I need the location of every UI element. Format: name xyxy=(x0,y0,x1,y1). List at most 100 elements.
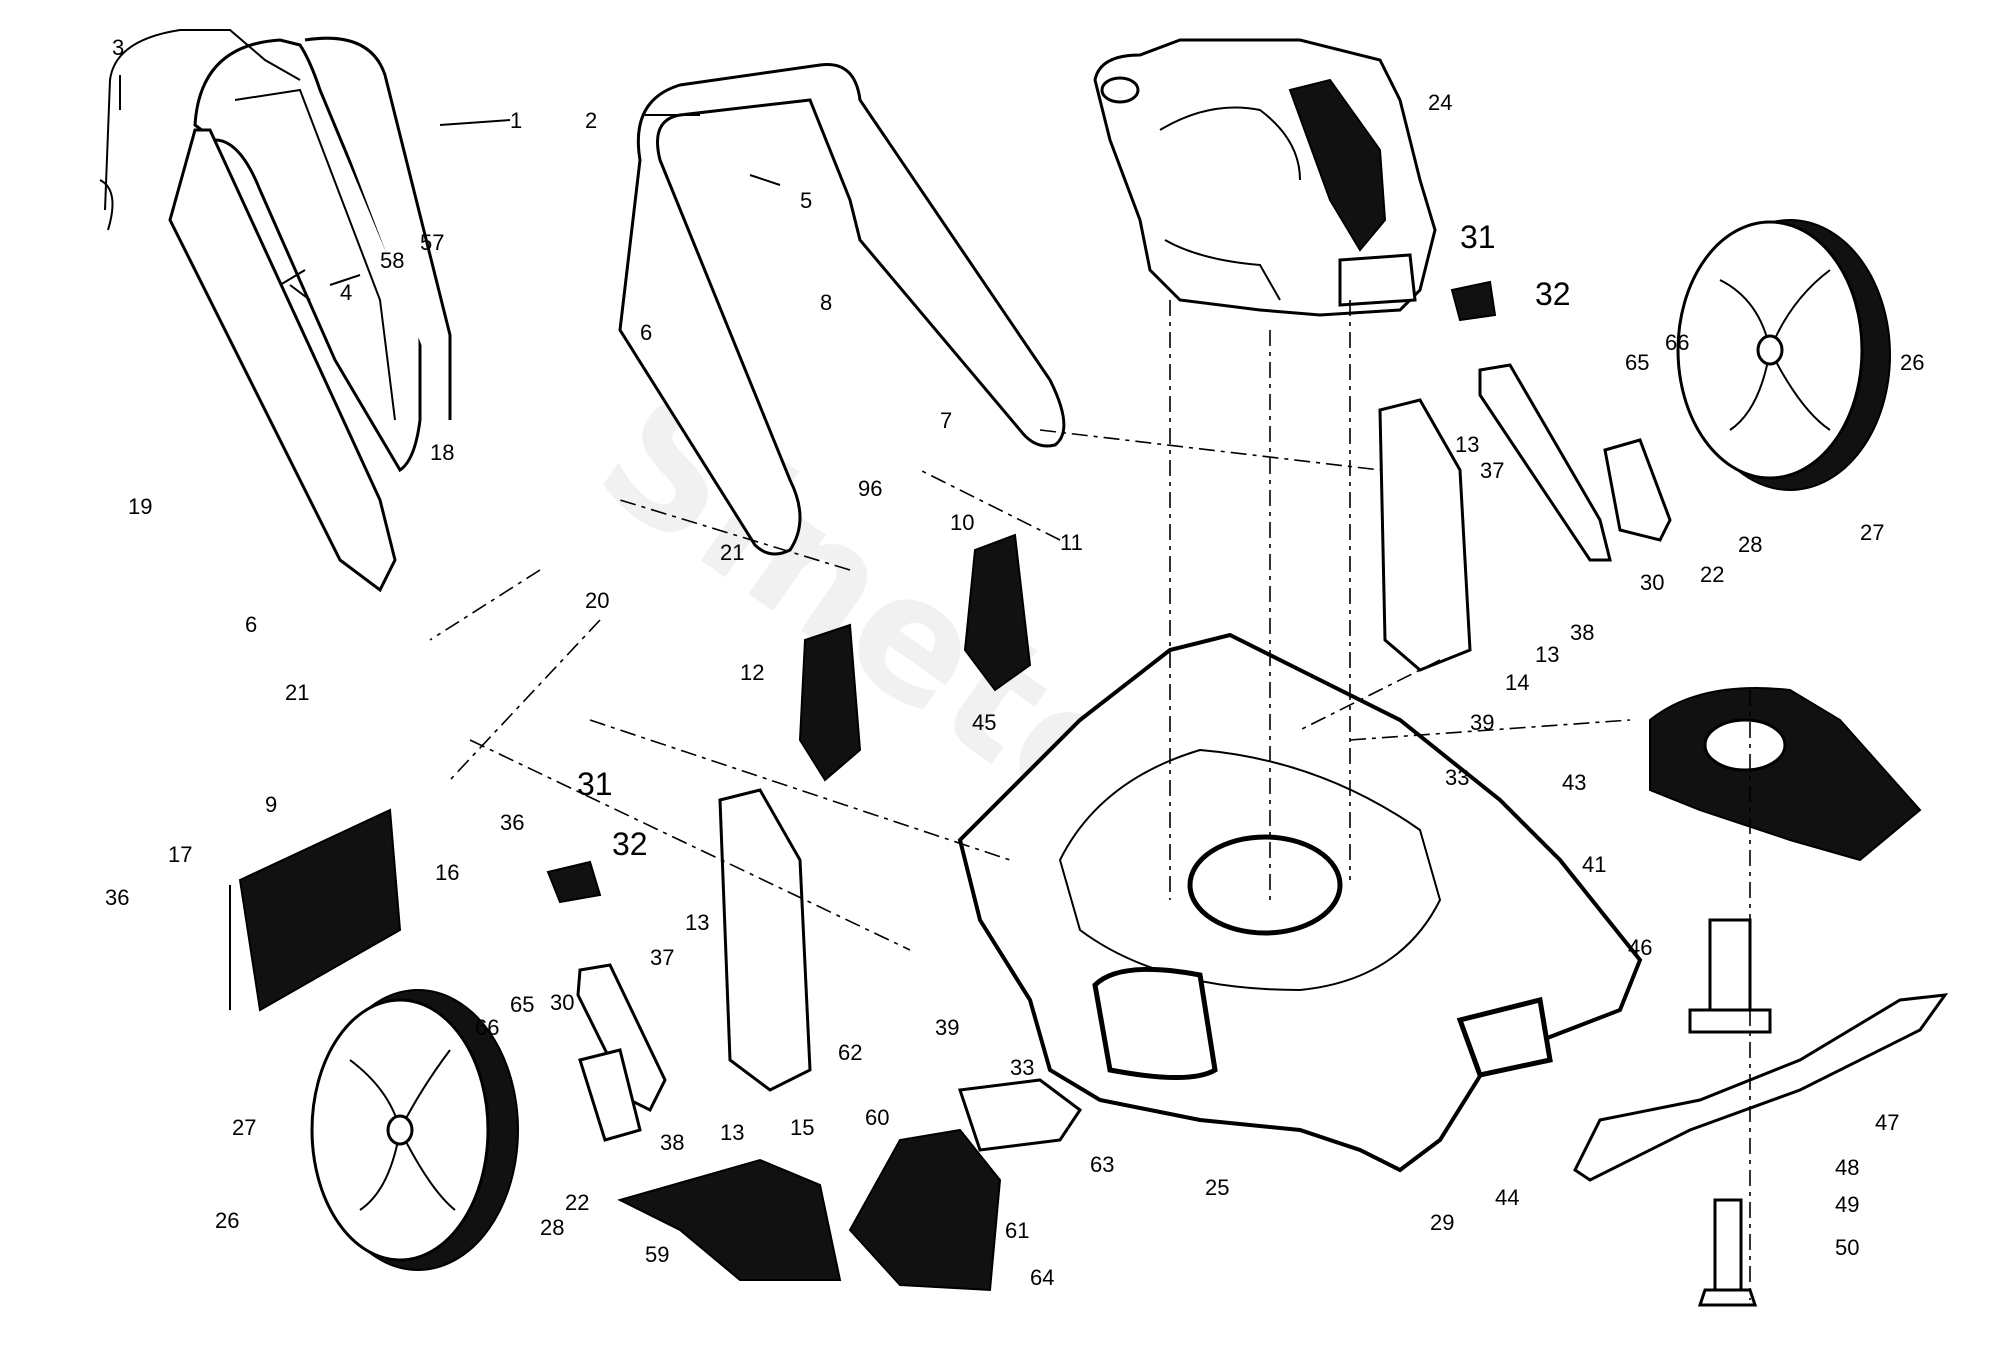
label-19: 19 xyxy=(128,494,152,519)
label-32a: 32 xyxy=(1535,276,1571,312)
label-25: 25 xyxy=(1205,1175,1229,1200)
label-29: 29 xyxy=(1430,1210,1454,1235)
label-31b: 31 xyxy=(577,766,613,802)
lower-handle-part-2 xyxy=(618,62,1066,556)
label-20: 20 xyxy=(585,588,609,613)
rear-flap-part-9 xyxy=(229,808,402,1012)
label-13a: 13 xyxy=(1455,432,1479,457)
label-37a: 37 xyxy=(1480,458,1504,483)
label-13c: 13 xyxy=(685,910,709,935)
label-65b: 65 xyxy=(510,992,534,1017)
label-43: 43 xyxy=(1562,770,1586,795)
label-22a: 22 xyxy=(1700,562,1724,587)
label-1: 1 xyxy=(510,108,522,133)
axle-lever-part-32-right xyxy=(1450,280,1612,562)
upper-handle-part-1 xyxy=(168,36,452,593)
label-66b: 66 xyxy=(475,1015,499,1040)
label-31a: 31 xyxy=(1460,219,1496,255)
wheel-part-27-left xyxy=(310,989,519,1271)
label-65a: 65 xyxy=(1625,350,1649,375)
label-45: 45 xyxy=(972,710,996,735)
blade-part-47 xyxy=(1573,993,1949,1182)
mulch-cover-part-64 xyxy=(848,1128,1002,1292)
label-9: 9 xyxy=(265,792,277,817)
label-37b: 37 xyxy=(650,945,674,970)
part-labels: 1 2 3 4 5 6 6 7 8 9 10 11 12 13 13 13 13… xyxy=(105,35,1924,1290)
label-21b: 21 xyxy=(285,680,309,705)
label-22b: 22 xyxy=(565,1190,589,1215)
label-46: 46 xyxy=(1628,935,1652,960)
label-21a: 21 xyxy=(720,540,744,565)
control-bar-part-3 xyxy=(99,29,301,231)
door-part-60 xyxy=(957,1078,1083,1152)
label-48: 48 xyxy=(1835,1155,1859,1180)
label-17: 17 xyxy=(168,842,192,867)
label-28a: 28 xyxy=(1738,532,1762,557)
label-38a: 38 xyxy=(1570,620,1594,645)
label-49: 49 xyxy=(1835,1192,1859,1217)
label-6a: 6 xyxy=(640,320,652,345)
label-30b: 30 xyxy=(550,990,574,1015)
label-44: 44 xyxy=(1495,1185,1519,1210)
side-plate-part-14 xyxy=(1378,398,1472,672)
label-50: 50 xyxy=(1835,1235,1859,1260)
label-10: 10 xyxy=(950,510,974,535)
label-57: 57 xyxy=(420,230,444,255)
height-bracket-part-12 xyxy=(798,623,862,782)
side-plate-part-15 xyxy=(718,788,812,1092)
label-2: 2 xyxy=(585,108,597,133)
label-7: 7 xyxy=(940,408,952,433)
label-6b: 6 xyxy=(245,612,257,637)
label-4: 4 xyxy=(340,280,352,305)
leader-lines xyxy=(119,75,1751,1300)
label-30a: 30 xyxy=(1640,570,1664,595)
axle-lever-part-32-left xyxy=(546,860,667,1113)
label-24: 24 xyxy=(1428,90,1452,115)
label-39b: 39 xyxy=(935,1015,959,1040)
label-96: 96 xyxy=(858,476,882,501)
label-26b: 26 xyxy=(215,1208,239,1233)
label-63: 63 xyxy=(1090,1152,1114,1177)
label-8: 8 xyxy=(820,290,832,315)
label-26a: 26 xyxy=(1900,350,1924,375)
label-28b: 28 xyxy=(540,1215,564,1240)
label-38b: 38 xyxy=(660,1130,684,1155)
engine-part-24 xyxy=(1093,38,1437,317)
discharge-chute-part-59 xyxy=(617,1158,842,1281)
label-13d: 13 xyxy=(720,1120,744,1145)
label-41: 41 xyxy=(1582,852,1606,877)
label-16: 16 xyxy=(435,860,459,885)
label-13b: 13 xyxy=(1535,642,1559,667)
deck-housing-part-44 xyxy=(957,632,1643,1173)
wheel-part-27-right xyxy=(1676,219,1891,491)
label-14: 14 xyxy=(1505,670,1529,695)
label-61: 61 xyxy=(1005,1218,1029,1243)
label-27b: 27 xyxy=(232,1115,256,1140)
label-36b: 36 xyxy=(105,885,129,910)
label-32b: 32 xyxy=(612,826,648,862)
axle-bracket-part-30-left xyxy=(578,1048,642,1142)
label-36a: 36 xyxy=(500,810,524,835)
height-bracket-part-11 xyxy=(963,533,1032,692)
blade-adapter-part-43 xyxy=(1649,687,1922,862)
label-33b: 33 xyxy=(1010,1055,1034,1080)
label-5: 5 xyxy=(800,188,812,213)
label-64: 64 xyxy=(1030,1265,1054,1290)
label-60: 60 xyxy=(865,1105,889,1130)
label-11: 11 xyxy=(1060,530,1083,555)
label-3: 3 xyxy=(112,35,124,60)
label-15: 15 xyxy=(790,1115,814,1140)
label-47: 47 xyxy=(1875,1110,1899,1135)
label-27a: 27 xyxy=(1860,520,1884,545)
label-58: 58 xyxy=(380,248,404,273)
label-59: 59 xyxy=(645,1242,669,1267)
label-18: 18 xyxy=(430,440,454,465)
label-62: 62 xyxy=(838,1040,862,1065)
axle-bracket-part-30-right xyxy=(1603,438,1672,542)
label-39a: 39 xyxy=(1470,710,1494,735)
blade-bolt-part-50 xyxy=(1697,1198,1758,1307)
label-66a: 66 xyxy=(1665,330,1689,355)
adapter-part-46 xyxy=(1688,918,1772,1034)
label-33a: 33 xyxy=(1445,765,1469,790)
